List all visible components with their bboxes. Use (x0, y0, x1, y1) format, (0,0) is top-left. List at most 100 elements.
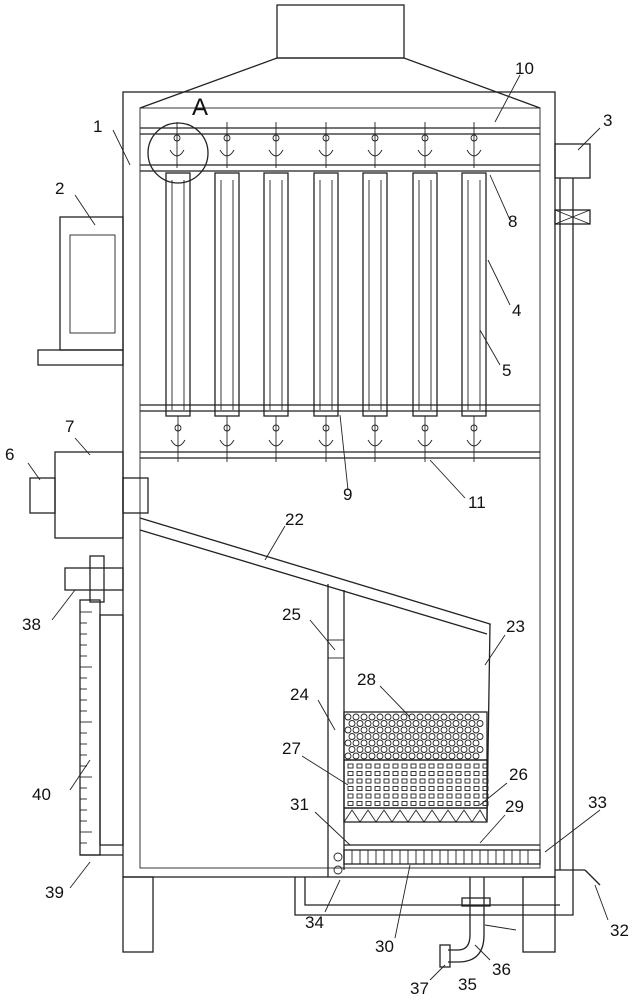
mesh-cell (473, 786, 480, 791)
mesh-cell (410, 801, 417, 806)
honeycomb-cell (352, 752, 360, 760)
honeycomb-cell (396, 720, 404, 727)
honeycomb-cell (376, 713, 384, 721)
right-pipe (554, 143, 601, 886)
honeycomb-cell (372, 733, 380, 740)
honeycomb-cell (344, 726, 352, 734)
mesh-cell (437, 771, 444, 776)
label-3: 3 (603, 111, 612, 130)
honeycomb-cell (384, 752, 392, 760)
label-37: 37 (410, 979, 429, 998)
honeycomb-cell (360, 713, 368, 721)
honeycomb-cell (452, 733, 460, 740)
label-31: 31 (290, 795, 309, 814)
honeycomb-cell (356, 720, 364, 727)
label-26: 26 (509, 765, 528, 784)
honeycomb-cell (456, 752, 464, 760)
honeycomb-cell (392, 713, 400, 721)
mesh-cell (473, 801, 480, 806)
mesh-cell (383, 763, 390, 769)
mesh-cell (365, 801, 372, 806)
honeycomb-cell (376, 739, 384, 747)
honeycomb-cell (388, 733, 396, 740)
honeycomb-cell (396, 746, 404, 753)
honeycomb-cell (464, 752, 472, 760)
mesh-cell (464, 771, 471, 776)
honeycomb-cell (464, 726, 472, 734)
mesh-cell (401, 801, 408, 806)
mesh-cell (365, 771, 372, 776)
mesh-cell (356, 771, 363, 776)
honeycomb-cell (476, 720, 484, 727)
honeycomb-cell (368, 713, 376, 721)
honeycomb-cell (356, 746, 364, 753)
honeycomb-cell (368, 726, 376, 734)
honeycomb-cell (420, 746, 428, 753)
honeycomb-cell (400, 726, 408, 734)
mesh-cell (428, 763, 435, 769)
honeycomb-cell (476, 746, 484, 753)
mesh-cell (383, 786, 390, 791)
mesh-cell (428, 793, 435, 799)
honeycomb-cell (392, 726, 400, 734)
honeycomb-cell (436, 746, 444, 753)
mesh-cell (347, 771, 354, 776)
mesh-cell (482, 793, 489, 799)
mesh-cell (482, 801, 489, 806)
mesh-cell (464, 801, 471, 806)
honeycomb-cell (464, 713, 472, 721)
honeycomb-cell (444, 746, 452, 753)
mesh-cell (464, 778, 471, 784)
mesh-cell (383, 771, 390, 776)
mesh-cell (482, 786, 489, 791)
honeycomb-cell (404, 733, 412, 740)
mesh-cell (428, 771, 435, 776)
drain-pipes (294, 870, 574, 968)
level-gauge (64, 555, 124, 856)
mesh-cell (347, 793, 354, 799)
honeycomb-cell (440, 726, 448, 734)
label-27: 27 (282, 739, 301, 758)
tube-4 (313, 172, 339, 417)
label-10: 10 (515, 59, 534, 78)
honeycomb-cell (424, 713, 432, 721)
honeycomb-cell (400, 752, 408, 760)
label-34: 34 (305, 913, 324, 932)
honeycomb-cell (352, 739, 360, 747)
honeycomb-cell (384, 713, 392, 721)
mesh-cell (473, 763, 480, 769)
mesh-cell (437, 763, 444, 769)
honeycomb-cell (432, 752, 440, 760)
mesh-cell (365, 786, 372, 791)
honeycomb-cell (416, 739, 424, 747)
gauge-ticks (80, 611, 92, 844)
mesh-cell (446, 771, 453, 776)
honeycomb-cell (428, 720, 436, 727)
honeycomb-cell (428, 733, 436, 740)
tube-1 (165, 172, 191, 417)
honeycomb-cell (344, 739, 352, 747)
mesh-cell (383, 778, 390, 784)
honeycomb-cell (368, 739, 376, 747)
honeycomb-cell (404, 746, 412, 753)
honeycomb-cell (448, 752, 456, 760)
mesh-cell (401, 763, 408, 769)
mesh-cell (383, 793, 390, 799)
honeycomb-cell (420, 733, 428, 740)
label-8: 8 (508, 212, 517, 231)
honeycomb-cell (436, 733, 444, 740)
honeycomb-cell (468, 746, 476, 753)
mesh-cell (410, 771, 417, 776)
honeycomb-cell (356, 733, 364, 740)
label-4: 4 (512, 301, 521, 320)
honeycomb-cell (452, 746, 460, 753)
honeycomb-cell (408, 739, 416, 747)
honeycomb-cell (456, 713, 464, 721)
exhaust-hood (139, 4, 541, 109)
honeycomb-cell (392, 752, 400, 760)
mesh-cell (365, 793, 372, 799)
main-housing (122, 91, 556, 953)
inlet-fan (29, 451, 149, 539)
mesh-cell (437, 778, 444, 784)
